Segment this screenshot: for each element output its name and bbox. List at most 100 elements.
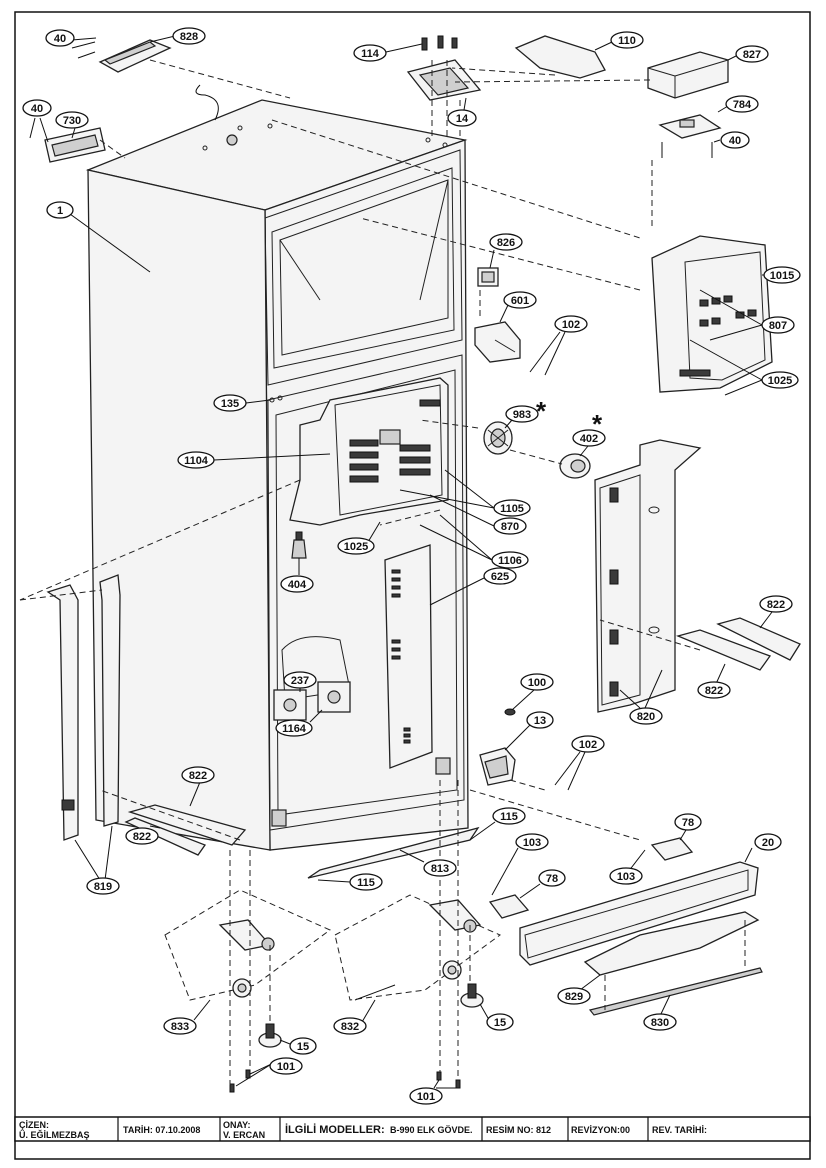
callout-78-left: 78 — [546, 873, 558, 885]
part-820-door-panel — [594, 439, 702, 713]
callout-784: 784 — [733, 99, 752, 111]
onay-label: ONAY: — [223, 1120, 251, 1130]
callout-625: 625 — [491, 571, 509, 583]
callout-1025-right: 1025 — [768, 375, 792, 387]
callout-101-right: 101 — [417, 1091, 435, 1103]
part-832-rear-leg-assembly — [334, 894, 501, 1001]
ilgili-modeller-value: B-990 ELK GÖVDE. — [390, 1125, 473, 1135]
callout-822-left-top: 822 — [189, 770, 207, 782]
callout-832: 832 — [341, 1021, 359, 1033]
callout-870: 870 — [501, 521, 519, 533]
callout-819: 819 — [94, 881, 112, 893]
callout-14: 14 — [456, 113, 469, 125]
callout-110: 110 — [618, 35, 636, 47]
part-784-pcb — [658, 114, 722, 158]
callout-20: 20 — [762, 837, 774, 849]
vent-slots-1104 — [349, 399, 441, 483]
callout-40-right: 40 — [729, 135, 741, 147]
part-14-top-hinge — [406, 59, 482, 101]
part-830-strip — [588, 967, 763, 1016]
callout-40-top: 40 — [54, 33, 66, 45]
callout-101-left: 101 — [277, 1061, 295, 1073]
part-114-screws — [421, 35, 458, 51]
part-78-hinge-block-right — [650, 837, 694, 861]
callout-15-left: 15 — [297, 1041, 309, 1053]
part-402-fan-motor — [559, 453, 591, 479]
part-15-adjustable-feet — [258, 983, 484, 1048]
callout-601: 601 — [511, 295, 529, 307]
part-101-screws — [229, 1069, 461, 1093]
part-730-hinge-cover — [44, 127, 106, 163]
part-13-bottom-hinge — [479, 747, 516, 786]
part-237-1164-thermostat — [273, 681, 351, 721]
part-20-kick-plate — [519, 861, 759, 966]
callout-983: 983 — [513, 409, 531, 421]
callout-826: 826 — [497, 237, 515, 249]
callout-102-top: 102 — [562, 319, 580, 331]
asterisk-402: * — [592, 409, 603, 439]
callout-829: 829 — [565, 991, 583, 1003]
callout-1015: 1015 — [770, 270, 794, 282]
ilgili-modeller-label: İLGİLİ MODELLER: — [285, 1123, 385, 1136]
callout-103-right: 103 — [617, 871, 635, 883]
callout-807: 807 — [769, 320, 787, 332]
part-833-front-leg-assembly — [164, 889, 331, 1001]
part-822-door-seal-right-bottom — [675, 629, 772, 671]
revizyon: REVİZYON:00 — [571, 1125, 630, 1135]
callout-labels: 40 828 114 110 827 40 730 14 784 — [22, 27, 801, 1105]
cizen-label: ÇİZEN: — [19, 1120, 49, 1130]
part-601-bracket — [474, 321, 521, 363]
part-404-lamp-holder — [291, 531, 307, 559]
callout-103-mid: 103 — [523, 837, 541, 849]
part-813-bottom-rail — [307, 826, 480, 879]
part-1104-fan-housing — [289, 377, 449, 526]
callout-833: 833 — [171, 1021, 189, 1033]
callout-13: 13 — [534, 715, 546, 727]
part-822-left-seals — [124, 804, 247, 856]
assembly-lines — [19, 59, 746, 1085]
cizen-name: Ü. EĞİLMEZBAŞ — [19, 1129, 90, 1140]
callout-135: 135 — [221, 398, 239, 410]
part-827-control-box — [647, 51, 729, 99]
callout-1106: 1106 — [498, 555, 522, 567]
callout-822-right-top: 822 — [767, 599, 785, 611]
callout-237: 237 — [291, 675, 309, 687]
callout-827: 827 — [743, 49, 761, 61]
vent-slots-1015 — [679, 295, 757, 377]
callout-1105: 1105 — [500, 503, 524, 515]
part-1015-evaporator-cover — [651, 235, 773, 393]
callout-828: 828 — [180, 31, 198, 43]
callout-102-bottom: 102 — [579, 739, 597, 751]
onay-name: V. ERCAN — [223, 1130, 265, 1140]
tarih: TARİH: 07.10.2008 — [123, 1125, 200, 1135]
title-block: ÇİZEN: Ü. EĞİLMEZBAŞ TARİH: 07.10.2008 O… — [14, 1116, 811, 1142]
callout-1: 1 — [57, 205, 63, 217]
callout-1025-mid: 1025 — [344, 541, 368, 553]
callout-730: 730 — [63, 115, 81, 127]
part-819-door-strips — [46, 574, 121, 841]
vent-slots-625 — [391, 569, 411, 744]
callout-15-right: 15 — [494, 1017, 506, 1029]
callout-115-right: 115 — [500, 811, 518, 823]
callout-114: 114 — [361, 48, 380, 60]
part-822-door-seal-right-top — [716, 617, 801, 661]
drawing-border — [14, 11, 811, 1160]
callout-1164: 1164 — [282, 723, 307, 735]
callout-830: 830 — [651, 1017, 669, 1029]
rev-tarihi: REV. TARİHİ: — [652, 1125, 707, 1135]
callout-820: 820 — [637, 711, 655, 723]
callout-100: 100 — [528, 677, 546, 689]
callout-40-left: 40 — [31, 103, 43, 115]
part-625-back-cover — [384, 544, 433, 769]
callout-404: 404 — [288, 579, 307, 591]
part-826-bracket — [477, 267, 499, 287]
part-828-hinge-cover — [71, 39, 172, 73]
callout-402: 402 — [580, 433, 598, 445]
callout-115-left: 115 — [357, 877, 375, 889]
callout-78-right: 78 — [682, 817, 694, 829]
part-983-fan — [483, 421, 513, 455]
asterisk-983: * — [536, 396, 547, 426]
resim-no: RESİM NO: 812 — [486, 1125, 551, 1135]
callout-822-left-bottom: 822 — [133, 831, 151, 843]
